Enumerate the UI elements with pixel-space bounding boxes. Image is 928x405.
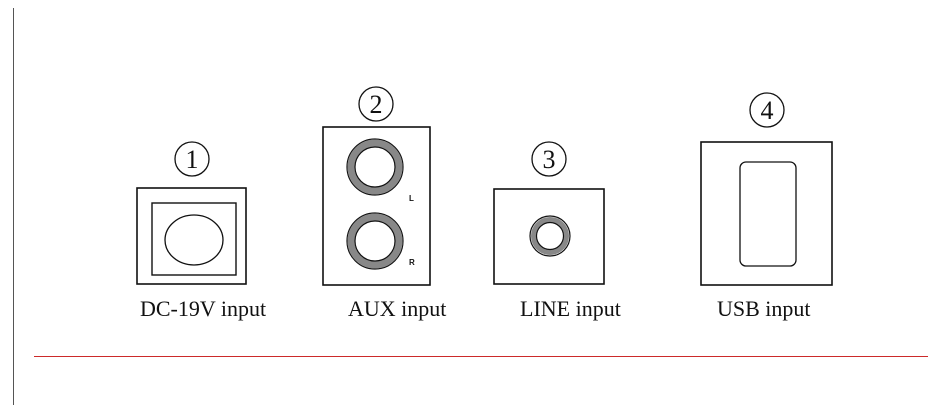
- aux-right-channel-label: R: [409, 258, 415, 267]
- port-line: 3: [493, 141, 605, 285]
- number-badge-4: [749, 92, 785, 128]
- label-usb-input: USB input: [717, 296, 811, 321]
- line-frame: [493, 188, 605, 285]
- number-badge-2-text: 2: [370, 90, 383, 119]
- number-badge-1: [174, 141, 210, 177]
- aux-left-jack-hole: [354, 146, 396, 188]
- dc-outer-frame: [136, 187, 247, 285]
- dc-inner-frame: [151, 202, 237, 276]
- port-aux: 2 L R: [322, 86, 431, 286]
- label-aux-input: AUX input: [348, 296, 447, 321]
- usb-frame: [700, 141, 833, 286]
- port-dc-19v: 1: [136, 141, 247, 285]
- aux-frame: [322, 126, 431, 286]
- number-badge-4-text: 4: [761, 96, 774, 125]
- line-jack-ring: [531, 217, 569, 255]
- aux-left-channel-label: L: [409, 194, 414, 203]
- left-margin-line: [13, 8, 14, 405]
- label-line-input: LINE input: [520, 296, 621, 321]
- port-usb: 4: [700, 92, 833, 286]
- aux-left-jack-ring: [347, 139, 403, 195]
- aux-right-jack-ring: [347, 213, 403, 269]
- number-badge-2: [358, 86, 394, 122]
- number-badge-3: [531, 141, 567, 177]
- red-divider-line: [34, 356, 928, 357]
- line-jack-hole: [535, 221, 565, 251]
- usb-port-icon: [739, 161, 797, 267]
- number-badge-3-text: 3: [543, 145, 556, 174]
- aux-right-jack-hole: [354, 220, 396, 262]
- dc-jack-icon: [164, 214, 224, 266]
- number-badge-1-text: 1: [186, 145, 199, 174]
- label-dc-19v-input: DC-19V input: [140, 296, 267, 321]
